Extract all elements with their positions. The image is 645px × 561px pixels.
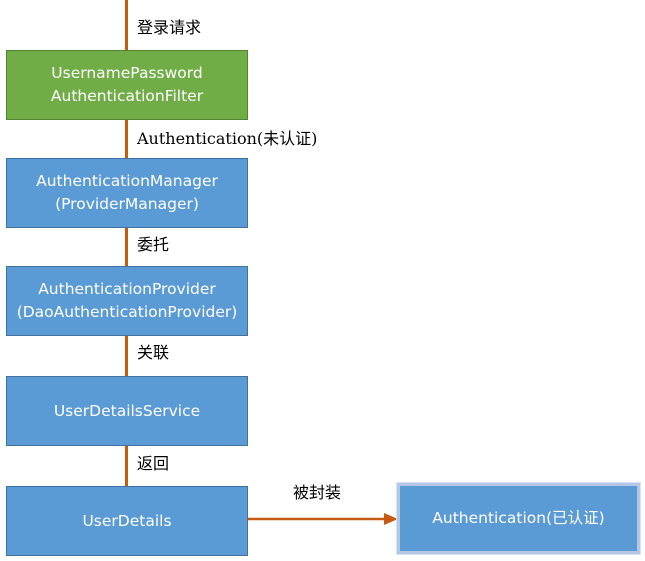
connector-service-details bbox=[125, 446, 128, 486]
service-line1: UserDetailsService bbox=[53, 401, 201, 420]
authentication-unauthenticated-label: Authentication(未认证) bbox=[137, 129, 318, 148]
authentication-manager-box: AuthenticationManager (ProviderManager) bbox=[6, 158, 248, 228]
return-label: 返回 bbox=[137, 454, 170, 473]
username-password-filter-box: UsernamePassword AuthenticationFilter bbox=[6, 50, 248, 120]
connector-manager-provider bbox=[125, 228, 128, 266]
wrap-arrow bbox=[248, 513, 398, 525]
provider-line1: AuthenticationProvider bbox=[38, 280, 216, 298]
login-request-label: 登录请求 bbox=[137, 18, 202, 37]
authenticated-line1: Authentication(已认证) bbox=[432, 509, 605, 527]
user-details-box: UserDetails bbox=[6, 486, 248, 556]
filter-line1: UsernamePassword bbox=[51, 64, 203, 82]
delegate-label: 委托 bbox=[137, 235, 170, 254]
connector-provider-service bbox=[125, 336, 128, 376]
connector-filter-manager bbox=[125, 120, 128, 158]
provider-line2: (DaoAuthenticationProvider) bbox=[16, 303, 238, 321]
authenticated-authentication-box: Authentication(已认证) bbox=[397, 483, 640, 554]
filter-line2: AuthenticationFilter bbox=[50, 87, 204, 105]
user-details-service-box: UserDetailsService bbox=[6, 376, 248, 446]
authentication-provider-box: AuthenticationProvider (DaoAuthenticatio… bbox=[6, 266, 248, 336]
details-line1: UserDetails bbox=[82, 511, 172, 530]
associate-label: 关联 bbox=[137, 343, 170, 362]
connector-entry bbox=[125, 0, 128, 50]
manager-line1: AuthenticationManager bbox=[36, 172, 218, 190]
wrapped-label: 被封装 bbox=[293, 483, 342, 502]
manager-line2: (ProviderManager) bbox=[55, 195, 199, 213]
